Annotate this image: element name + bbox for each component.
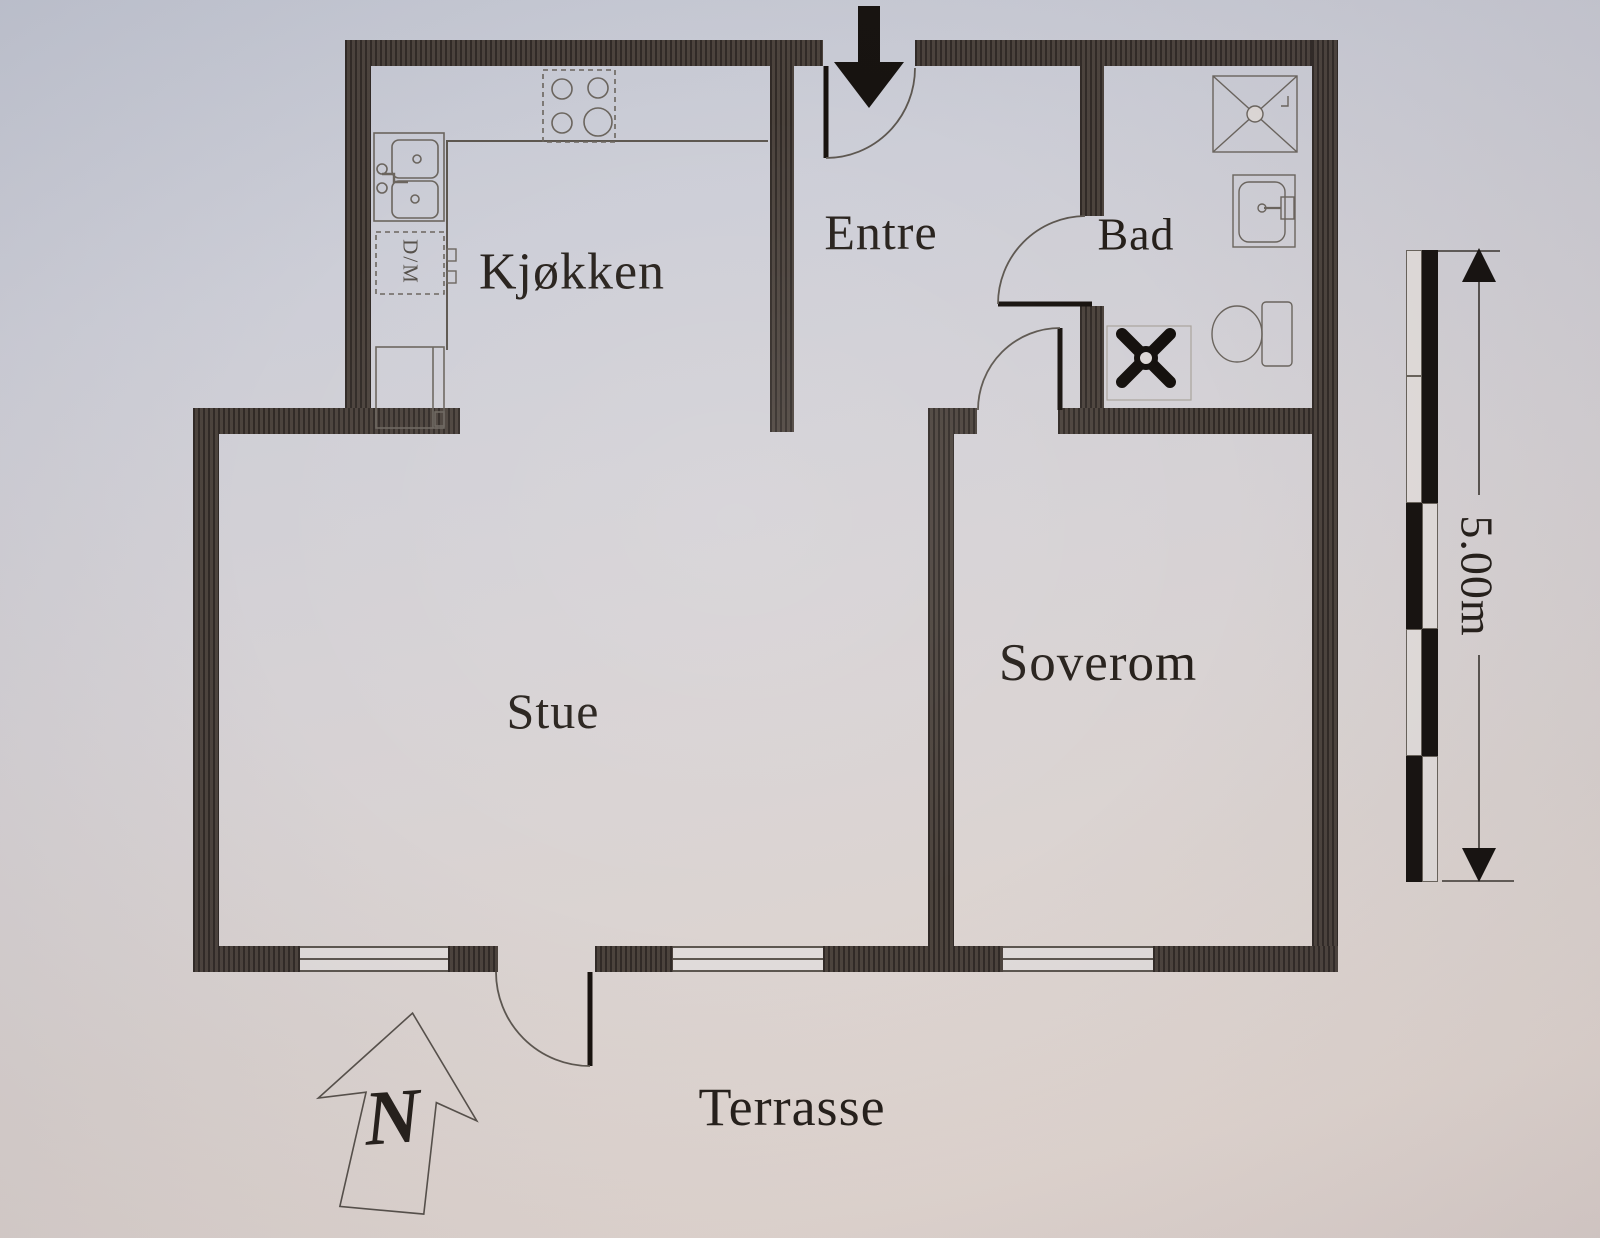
- wall-kitchen-living-divider: [193, 408, 460, 434]
- scale-bar-cell: [1406, 376, 1422, 503]
- wall-left-upper: [345, 40, 371, 434]
- stove-icon: [542, 69, 616, 143]
- door-arc: [977, 327, 1061, 411]
- scale-bar-segment: [1406, 376, 1438, 503]
- kitchen-counter-edge-top: [446, 140, 768, 142]
- scale-bar-segment: [1406, 755, 1438, 883]
- wall-bedroom-top-right: [1058, 408, 1312, 434]
- wall-right: [1312, 40, 1338, 972]
- scale-bar-cell: [1406, 250, 1422, 377]
- wall-bottom-seg1: [193, 946, 300, 972]
- door-arc: [825, 67, 916, 159]
- dishwasher-label: D/M: [398, 239, 423, 285]
- scale-bar-segment: [1406, 629, 1438, 756]
- wall-bottom-seg3: [595, 946, 673, 972]
- wall-left-lower: [193, 408, 219, 972]
- room-label-kitchen: Kjøkken: [478, 243, 666, 301]
- scale-bar-cell: [1406, 502, 1422, 630]
- window-glass-line: [673, 958, 823, 960]
- wall-living-bedroom-divider: [928, 408, 954, 946]
- kitchen-counter-edge-left: [446, 140, 448, 350]
- scale-bar-cell: [1422, 376, 1438, 503]
- wall-kitchen-entry-divider: [770, 66, 794, 432]
- north-label: N: [361, 1071, 425, 1162]
- kitchen-cabinet-handles: [446, 248, 457, 284]
- scale-bar-segment: [1406, 250, 1438, 377]
- room-label-terrace: Terrasse: [698, 1077, 886, 1137]
- kitchen-sink-icon: [373, 132, 445, 222]
- scale-label: 5.00m: [1451, 515, 1503, 637]
- wall-entry-bath-upper: [1080, 66, 1104, 216]
- scale-bar: [1406, 250, 1438, 883]
- wall-bottom-seg5: [1153, 946, 1338, 972]
- bathroom-sink-icon: [1232, 174, 1296, 248]
- scale-bar-cell: [1422, 502, 1438, 630]
- room-label-bedroom: Soverom: [998, 634, 1198, 692]
- scale-arrow-up-icon: [1462, 248, 1496, 282]
- window-glass-line: [1003, 958, 1153, 960]
- bedroom-window: [1003, 946, 1153, 972]
- wall-top-left: [345, 40, 823, 66]
- room-label-entry: Entre: [824, 204, 938, 260]
- terrace-door: [495, 971, 593, 1067]
- scale-arrow-down-icon: [1462, 848, 1496, 882]
- shower-icon: [1212, 75, 1298, 153]
- scale-bar-cell: [1406, 629, 1422, 756]
- toilet-icon: [1211, 301, 1293, 367]
- entry-door: [823, 66, 916, 159]
- room-label-bathroom: Bad: [1097, 208, 1175, 260]
- scale-bar-segment: [1406, 502, 1438, 630]
- wall-bottom-seg4: [823, 946, 1003, 972]
- room-label-living-room: Stue: [506, 683, 600, 739]
- scale-bar-cell: [1422, 629, 1438, 756]
- door-arc: [495, 971, 591, 1067]
- door-arc: [997, 215, 1086, 305]
- scale-bar-cell: [1422, 755, 1438, 883]
- bedroom-door: [977, 327, 1063, 411]
- entry-arrow-icon: [834, 6, 904, 108]
- scale-bar-cell: [1422, 250, 1438, 377]
- floor-drain-icon: [1106, 325, 1192, 401]
- wall-top-right: [915, 40, 1338, 66]
- bathroom-door: [997, 215, 1092, 307]
- terrace-window: [673, 946, 823, 972]
- living-room-window: [300, 946, 448, 972]
- window-glass-line: [300, 958, 448, 960]
- scale-bar-cell: [1406, 755, 1422, 883]
- wall-bottom-seg2: [448, 946, 498, 972]
